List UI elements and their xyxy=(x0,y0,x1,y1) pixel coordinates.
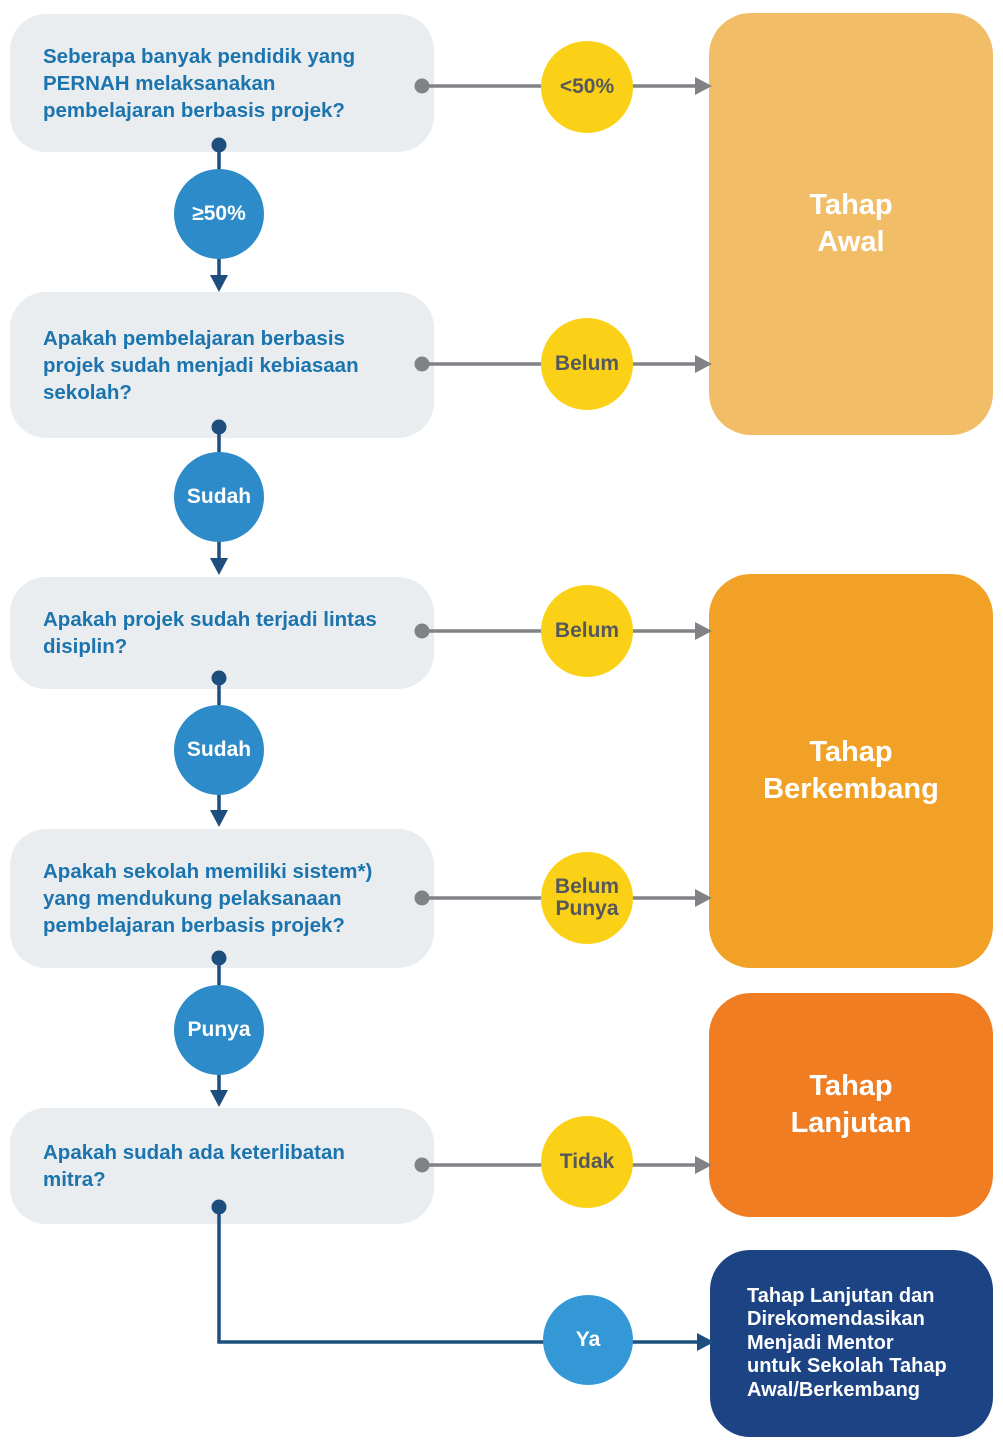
question-box-3: Apakah projek sudah terjadi lintas disip… xyxy=(10,577,434,689)
no-circle-tidak: Tidak xyxy=(541,1116,633,1208)
no-circle-belum-2: Belum xyxy=(541,585,633,677)
no-circle-belum-punya: Belum Punya xyxy=(541,852,633,944)
question-text-4: Apakah sekolah memiliki sistem*) yang me… xyxy=(43,860,373,937)
yes-circle-sudah-1: Sudah xyxy=(174,452,264,542)
outcome-tahap-lanjutan: Tahap Lanjutan xyxy=(709,993,993,1217)
no-circle-belum-1: Belum xyxy=(541,318,633,410)
yes-circle-ya: Ya xyxy=(543,1295,633,1385)
question-text-3: Apakah projek sudah terjadi lintas disip… xyxy=(43,608,377,658)
question-box-1: Seberapa banyak pendidik yang PERNAH mel… xyxy=(10,14,434,152)
question-box-4: Apakah sekolah memiliki sistem*) yang me… xyxy=(10,829,434,968)
yes-circle-punya: Punya xyxy=(174,985,264,1075)
yes-circle-gte50: ≥50% xyxy=(174,169,264,259)
outcome-tahap-awal: Tahap Awal xyxy=(709,13,993,435)
connector-q5-yes xyxy=(211,1199,714,1351)
outcome-mentor-text: Tahap Lanjutan dan Direkomendasikan Menj… xyxy=(747,1284,947,1401)
no-circle-lt50: <50% xyxy=(541,41,633,133)
outcome-tahap-berkembang: Tahap Berkembang xyxy=(709,574,993,968)
question-text-1: Seberapa banyak pendidik yang PERNAH mel… xyxy=(43,44,356,122)
outcome-mentor-box: Tahap Lanjutan dan Direkomendasikan Menj… xyxy=(710,1250,993,1437)
question-text-5: Apakah sudah ada keterlibatan mitra? xyxy=(43,1141,345,1191)
question-box-2: Apakah pembelajaran berbasis projek suda… xyxy=(10,292,434,438)
yes-circle-sudah-2: Sudah xyxy=(174,705,264,795)
question-text-2: Apakah pembelajaran berbasis projek suda… xyxy=(43,326,359,404)
